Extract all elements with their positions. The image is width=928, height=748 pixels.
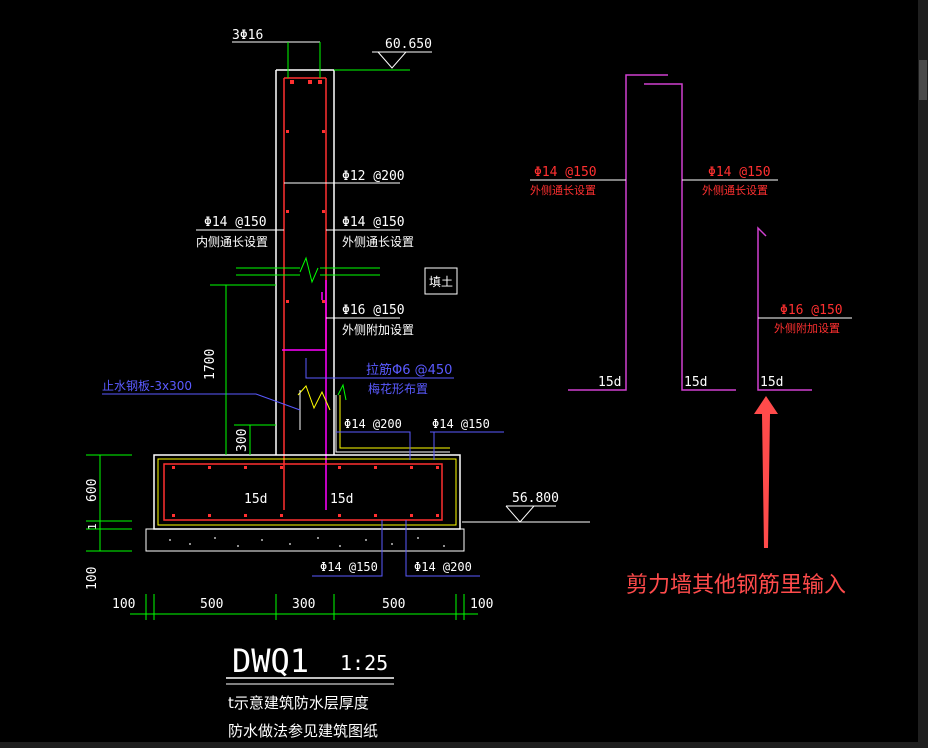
dim-600: 600 (85, 479, 100, 502)
inner-vertical-note: 内侧通长设置 (196, 235, 268, 249)
vertical-scrollbar[interactable] (918, 0, 928, 748)
annotation-arrow (754, 396, 778, 548)
sketch-bar2-anchor: 15d (684, 375, 707, 390)
base-bottom-left-label: Φ14 @150 (320, 560, 378, 574)
sketch-bar1-anchor: 15d (598, 375, 621, 390)
sketch-bar3-note: 外侧附加设置 (774, 321, 840, 335)
base-anchor-left: 15d (244, 492, 267, 507)
bottom-dimensions: 100 500 300 500 100 (112, 594, 493, 620)
horizontal-rebar-label: Φ12 @200 (342, 169, 405, 184)
waterstop-label: 止水钢板-3x300 (102, 379, 192, 393)
drawing-name: DWQ1 (232, 642, 309, 680)
wall-rebar (236, 77, 450, 510)
base-labels: Φ14 @200 Φ14 @150 Φ14 @150 Φ14 @200 56.8… (312, 417, 590, 577)
outer-vertical-label: Φ14 @150 (342, 215, 405, 230)
dim-1700: 1700 (203, 349, 218, 380)
tie-bar-note: 梅花形布置 (368, 381, 428, 396)
dim-100-right: 100 (470, 597, 493, 612)
top-annotations: 3Φ16 60.650 (232, 28, 432, 78)
dim-500-right: 500 (382, 597, 405, 612)
rebar-sketch: Φ14 @150 外侧通长设置 15d Φ14 @150 外侧通长设置 15d … (530, 74, 852, 391)
tie-bar-label: 拉筋Φ6 @450 (366, 362, 452, 378)
drawing-scale: 1:25 (340, 651, 388, 675)
base-slab: 15d 15d (145, 454, 465, 552)
wall-outline (275, 69, 410, 455)
inner-vertical-label: Φ14 @150 (204, 215, 267, 230)
top-rebar-label: 3Φ16 (232, 28, 263, 43)
scrollbar-thumb[interactable] (919, 60, 927, 100)
sketch-bar2-label: Φ14 @150 (708, 165, 771, 180)
wall-labels: Φ12 @200 Φ14 @150 内侧通长设置 Φ14 @150 外侧通长设置… (102, 169, 458, 411)
outer-add-note: 外侧附加设置 (342, 323, 414, 337)
backfill-label: 填土 (429, 275, 453, 289)
base-anchor-right: 15d (330, 492, 353, 507)
sketch-bar1-label: Φ14 @150 (534, 165, 597, 180)
dim-100-left: 100 (112, 597, 135, 612)
dim-300-horizontal: 300 (292, 597, 315, 612)
sketch-bar3-anchor: 15d (760, 375, 783, 390)
dim-500-left: 500 (200, 597, 223, 612)
sketch-bar3-label: Φ16 @150 (780, 303, 843, 318)
title-note-1: t示意建筑防水层厚度 (228, 694, 369, 712)
sketch-bar1-note: 外侧通长设置 (530, 184, 596, 197)
horizontal-scrollbar[interactable] (0, 742, 918, 748)
dim-1: 1 (86, 523, 99, 530)
base-top-right-label: Φ14 @150 (432, 417, 490, 431)
top-elevation-label: 60.650 (385, 37, 432, 52)
base-elevation-label: 56.800 (512, 491, 559, 506)
dim-100-vertical: 100 (85, 567, 100, 590)
dim-300-vertical: 300 (235, 429, 250, 452)
sketch-bar2-note: 外侧通长设置 (702, 184, 768, 197)
outer-vertical-note: 外侧通长设置 (342, 235, 414, 249)
base-top-left-label: Φ14 @200 (344, 417, 402, 431)
annotation-text: 剪力墙其他钢筋里输入 (626, 573, 846, 598)
title-block: DWQ1 1:25 t示意建筑防水层厚度 防水做法参见建筑图纸 (226, 642, 394, 740)
left-dimensions: 1700 300 600 1 100 (85, 284, 276, 590)
base-bottom-right-label: Φ14 @200 (414, 560, 472, 574)
outer-add-label: Φ16 @150 (342, 303, 405, 318)
title-note-2: 防水做法参见建筑图纸 (228, 722, 378, 740)
